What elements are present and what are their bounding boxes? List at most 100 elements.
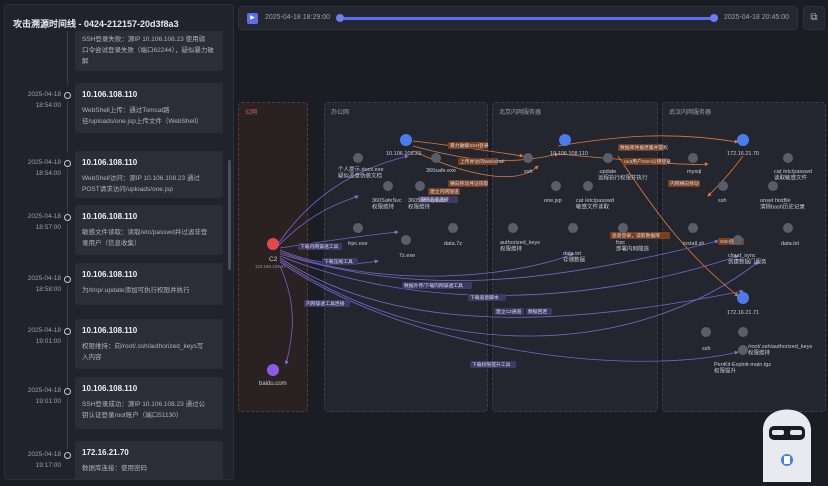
file-node-icon[interactable] — [738, 345, 748, 355]
edge-label: 数据回连 — [528, 308, 547, 315]
edge-label: 下载压缩工具 — [324, 258, 353, 265]
edge-label: 建立内网隧道 — [430, 188, 459, 195]
event-time: 2025-04-18 18:54:00 — [27, 91, 61, 109]
file-node-icon[interactable] — [701, 327, 711, 337]
edge-label: 数据外传/下载内网穿透工具 — [404, 282, 463, 289]
file-node-icon[interactable] — [401, 235, 411, 245]
timeline-dot — [64, 328, 71, 335]
assistant-mascot[interactable] — [755, 392, 819, 486]
event-time: 2025-04-18 18:57:00 — [27, 213, 61, 231]
event-desc: 敏感文件读取：读取/etc/passwd并过滤非登 录用户（信息收集） — [82, 229, 208, 247]
file-node-icon[interactable] — [738, 327, 748, 337]
event-desc: SSH登录成功：源IP 10.106.108.23 通过公 钥认证登录root账… — [82, 401, 206, 419]
event-desc: 为/tmp/.update添加可执行权限并执行 — [82, 287, 190, 294]
edge-label: 内网横向移动 — [670, 180, 699, 187]
edge-label: 内网穿透工具连接 — [306, 300, 345, 307]
timeline-connector — [67, 169, 68, 221]
event-ip: 10.106.108.110 — [82, 212, 138, 221]
event-time: 2025-04-18 19:17:00 — [27, 451, 61, 469]
file-node-icon[interactable] — [508, 223, 518, 233]
file-node-icon[interactable] — [783, 223, 793, 233]
file-node-icon[interactable] — [583, 181, 593, 191]
edge-label: 下载权限提升工具 — [472, 361, 511, 368]
event-ip: 10.106.108.110 — [82, 158, 138, 167]
file-node-icon[interactable] — [603, 153, 613, 163]
edge — [279, 261, 739, 362]
node-label: C2 — [269, 256, 278, 263]
file-node-icon[interactable] — [353, 223, 363, 233]
file-node-icon[interactable] — [523, 153, 533, 163]
node-label: 7z.exe — [399, 253, 415, 259]
host-node-icon[interactable] — [737, 292, 749, 304]
event-card[interactable]: 10.106.108.110 SSH登录成功：源IP 10.106.108.23… — [75, 377, 223, 429]
event-card[interactable]: 10.106.108.110 权限维持：向/root/.ssh/authoriz… — [75, 319, 223, 369]
file-node-icon[interactable] — [688, 153, 698, 163]
play-button[interactable]: ▶ — [247, 13, 258, 24]
event-card[interactable]: 172.16.21.70 数据库连接：使用密码 — [75, 441, 223, 479]
file-node-icon[interactable] — [688, 223, 698, 233]
event-desc: 权限维持：向/root/.ssh/authorized_keys写 入内容 — [82, 343, 204, 361]
zone-label: 公网 — [245, 110, 258, 116]
zone-office: 办公网 — [324, 102, 488, 412]
file-node-icon[interactable] — [718, 181, 728, 191]
event-card[interactable]: SSH登录失败：源IP 10.106.108.23 使用弱 口令尝试登录失败（端… — [75, 31, 223, 71]
timeline-dot — [64, 214, 71, 221]
file-node-icon[interactable] — [733, 235, 743, 245]
event-desc: WebShell上传：通过Tomcat路 径/uploads/one.jsp上传… — [82, 107, 203, 125]
event-ip: 172.16.21.70 — [82, 448, 129, 457]
event-card[interactable]: 10.106.108.110 为/tmp/.update添加可执行权限并执行 — [75, 263, 223, 305]
file-node-icon[interactable] — [783, 153, 793, 163]
attack-graph[interactable]: 公网 办公网 北京内网服务器 武汉内网服务器 — [238, 36, 828, 486]
event-ip: 10.106.108.110 — [82, 326, 138, 335]
edge-label: 数据库凭据泄露并提权 — [620, 144, 668, 151]
timeline-connector — [67, 223, 68, 281]
file-node-icon[interactable] — [448, 223, 458, 233]
file-node-icon[interactable] — [618, 223, 628, 233]
file-node-icon[interactable] — [431, 153, 441, 163]
file-node-icon[interactable] — [568, 223, 578, 233]
event-card[interactable]: 10.106.108.110 WebShell访问：源IP 10.106.108… — [75, 151, 223, 198]
node-label: baidu.com — [259, 381, 287, 387]
edge — [617, 155, 739, 297]
edge — [279, 230, 399, 249]
copy-button[interactable]: ⧉ — [803, 6, 825, 30]
file-node-icon[interactable] — [551, 181, 561, 191]
edge — [279, 259, 759, 337]
edge — [557, 135, 739, 147]
event-list-scrollbar[interactable] — [228, 160, 231, 270]
edge — [277, 154, 409, 245]
node-label: 360safe.exe — [426, 168, 456, 174]
c2-node-icon[interactable] — [267, 238, 279, 250]
event-time: 2025-04-18 19:01:00 — [27, 387, 61, 405]
edge-label: 下载内网穿透工具 — [300, 243, 339, 250]
event-desc: 数据库连接：使用密码 — [82, 465, 147, 472]
zone-label: 武汉内网服务器 — [669, 110, 712, 116]
file-node-icon[interactable] — [415, 181, 425, 191]
host-node-icon[interactable] — [559, 134, 571, 146]
timeline-dot — [64, 388, 71, 395]
timeline-dot — [64, 452, 71, 459]
domain-node-icon[interactable] — [267, 364, 279, 376]
node-label: data.txt — [781, 241, 800, 247]
file-node-icon[interactable] — [353, 153, 363, 163]
event-card[interactable]: 10.106.108.110 敏感文件读取：读取/etc/passwd并过滤非登… — [75, 205, 223, 255]
node-label: 10.106.108.23 — [386, 151, 421, 157]
slider-start-handle[interactable] — [336, 14, 344, 22]
timeline-slider[interactable] — [339, 17, 715, 20]
file-node-icon[interactable] — [768, 181, 778, 191]
host-node-icon[interactable] — [737, 134, 749, 146]
host-node-icon[interactable] — [400, 134, 412, 146]
file-node-icon[interactable] — [383, 181, 393, 191]
event-list[interactable]: SSH登录失败：源IP 10.106.108.23 使用弱 口令尝试登录失败（端… — [5, 31, 227, 479]
slider-end-handle[interactable] — [710, 14, 718, 22]
event-card[interactable]: 10.106.108.110 WebShell上传：通过Tomcat路 径/up… — [75, 83, 223, 133]
copy-icon: ⧉ — [810, 12, 818, 23]
